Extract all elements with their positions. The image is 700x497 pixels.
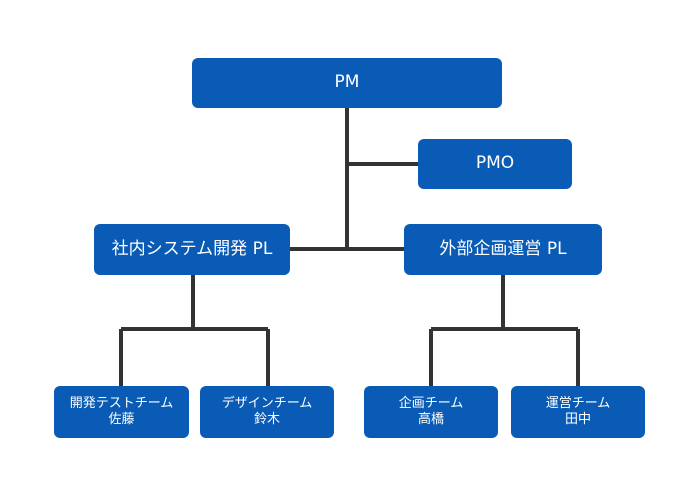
pm-box: PM — [192, 58, 502, 108]
team-member: 高橋 — [417, 412, 444, 427]
team-box-planning: 企画チーム 高橋 — [364, 386, 498, 438]
pmo-box: PMO — [418, 139, 572, 189]
team-box-operations: 運営チーム 田中 — [511, 386, 645, 438]
team-box-design: デザインチーム 鈴木 — [200, 386, 334, 438]
pm-title: PM — [334, 72, 360, 93]
team-box-dev-test: 開発テストチーム 佐藤 — [54, 386, 189, 438]
pl-box-internal-system: 社内システム開発 PL — [94, 224, 290, 275]
team-name: 運営チーム — [545, 395, 611, 411]
team-member: 鈴木 — [253, 412, 280, 427]
pl-title: 社内システム開発 PL — [111, 238, 273, 259]
team-name: 企画チーム — [398, 395, 464, 411]
team-member: 佐藤 — [108, 412, 135, 427]
pl-box-external-planning: 外部企画運営 PL — [404, 224, 602, 275]
pmo-title: PMO — [475, 153, 515, 174]
team-member: 田中 — [564, 412, 591, 427]
team-name: 開発テストチーム — [69, 395, 174, 411]
pl-title: 外部企画運営 PL — [439, 238, 567, 259]
team-name: デザインチーム — [221, 395, 313, 411]
